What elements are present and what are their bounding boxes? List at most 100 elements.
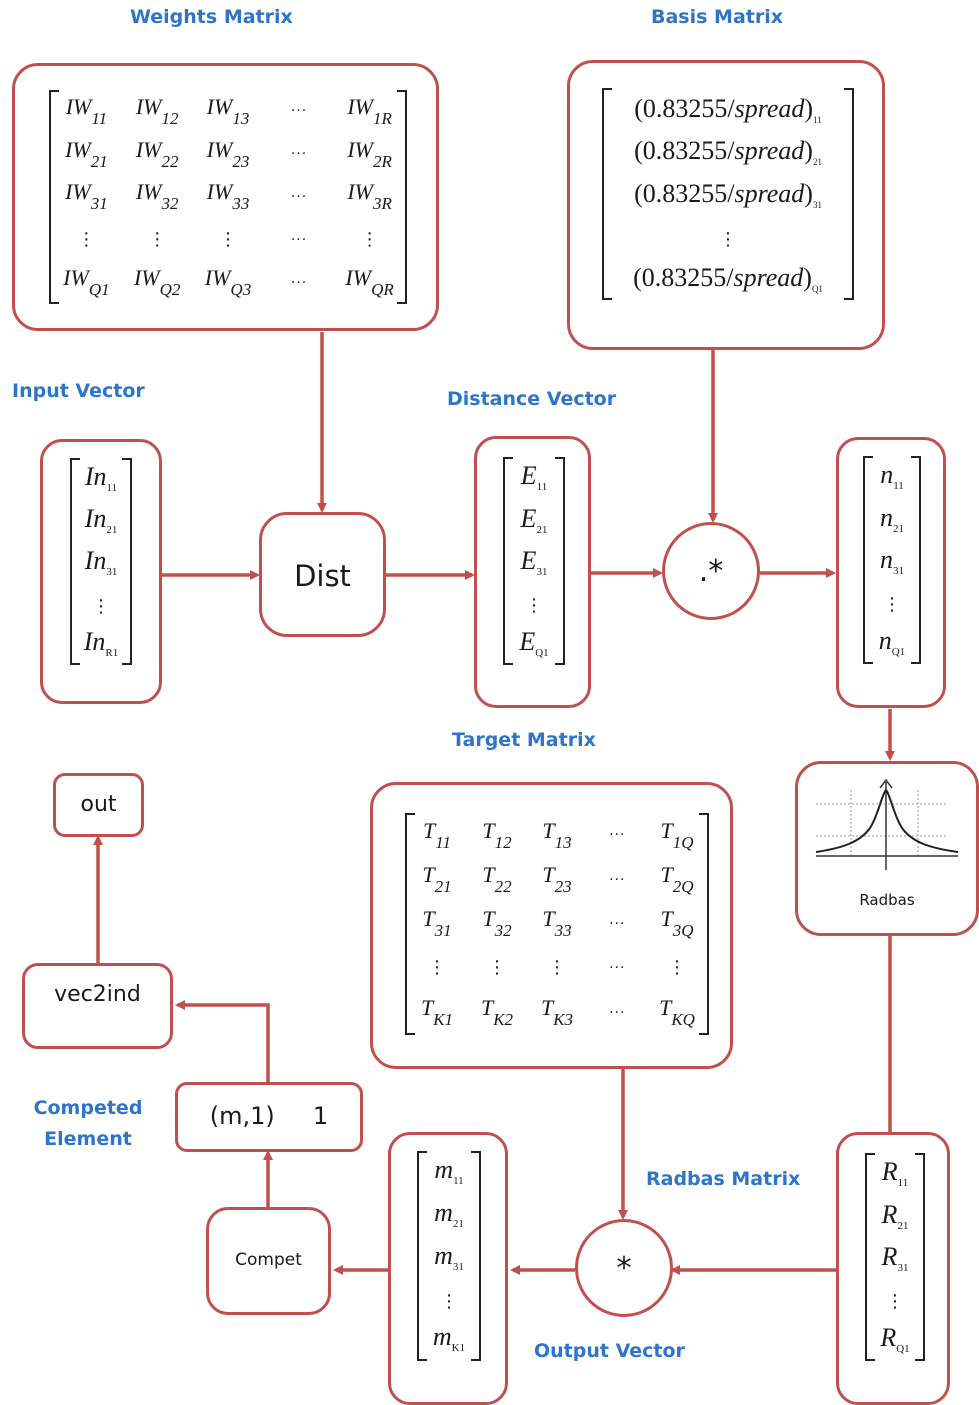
weights-matrix-cell: IWQ2 (133, 265, 181, 300)
target-matrix-cell: ⋮ (488, 957, 506, 979)
weights-matrix-cell: ⋮ (148, 228, 167, 250)
n-vector-entry: nQ1 (878, 625, 906, 658)
n-vector-entry: ⋮ (883, 594, 901, 616)
n-vector-entry: n21 (880, 502, 904, 535)
weights-matrix-title: Weights Matrix (130, 6, 293, 28)
basis-matrix-brackets: (0.83255/spread)11(0.83255/spread)21(0.8… (602, 88, 854, 300)
bracket-corner (407, 1033, 415, 1035)
basis-entry: (0.83255/spread)21 (634, 136, 822, 168)
n-vector-box: n11 n21 n31 ⋮ nQ1 (836, 437, 946, 708)
weights-matrix-cell: IW31 (65, 179, 108, 214)
target-matrix-cell: T13 (542, 817, 572, 852)
bracket-corner (51, 90, 59, 92)
basis-vector: (0.83255/spread)11(0.83255/spread)21(0.8… (604, 88, 852, 300)
bracket-corner (604, 298, 612, 300)
target-matrix-cell: T12 (482, 817, 512, 852)
bracket-corner (867, 1153, 875, 1155)
radbas-label: Radbas (859, 891, 915, 909)
vec2ind-block: vec2ind (22, 963, 173, 1049)
distance-vector-entry: E21 (520, 503, 548, 536)
weights-matrix-cell: ··· (290, 231, 307, 248)
input-vector-title: Input Vector (12, 380, 145, 402)
compet-label: Compet (235, 1250, 302, 1270)
target-matrix-cell: ⋮ (668, 957, 686, 979)
bracket-corner (51, 302, 59, 304)
radbas-vector-entry: R11 (881, 1157, 909, 1190)
weights-matrix-cell: IW11 (65, 93, 108, 128)
bracket-corner (604, 88, 612, 90)
bracket-corner (865, 662, 873, 664)
competed-element-title: Competed Element (33, 1097, 143, 1150)
weights-matrix-cell: IW1R (347, 93, 392, 128)
out-label: out (80, 792, 117, 817)
elementwise-multiply-symbol: .* (698, 553, 724, 589)
bracket-corner (865, 456, 873, 458)
weights-matrix-cell: IW3R (347, 179, 392, 214)
radbas-vector-entry: R31 (881, 1242, 909, 1275)
weights-matrix-cell: IWQ3 (204, 265, 252, 300)
n-vector-entry: n31 (880, 545, 904, 578)
target-matrix-cell: T31 (422, 906, 452, 941)
bracket-corner (72, 663, 80, 665)
compet-block: Compet (206, 1207, 331, 1315)
bracket-corner (122, 663, 130, 665)
competed-element-block: (m,1) 1 (175, 1082, 363, 1152)
distance-vector-entry: E11 (520, 461, 548, 494)
input-vector-entry: In11 (84, 462, 118, 495)
target-matrix-cell: TK2 (480, 995, 514, 1030)
target-matrix-cell: T1Q (660, 817, 694, 852)
target-matrix-cell: ··· (608, 827, 626, 844)
basis-entry: ⋮ (719, 228, 737, 250)
radbas-curve-plot (815, 778, 959, 870)
output-vector-entry: ⋮ (440, 1290, 458, 1312)
target-matrix-title: Target Matrix (452, 729, 596, 751)
target-matrix-cell: ⋮ (428, 957, 446, 979)
input-vector-entry: ⋮ (92, 595, 110, 617)
dist-block: Dist (259, 512, 386, 637)
dist-label: Dist (294, 559, 351, 593)
n-vector: n11 n21 n31 ⋮ nQ1 (865, 456, 919, 664)
target-matrix-cell: TK1 (420, 995, 454, 1030)
target-matrix-cell: T33 (542, 906, 572, 941)
output-vector-entry: m11 (434, 1155, 464, 1188)
input-vector-entry: In31 (84, 546, 118, 579)
bracket-corner (844, 88, 852, 90)
radbas-vector-entry: R21 (881, 1199, 909, 1232)
bracket-corner (471, 1151, 479, 1153)
target-matrix-cell: T11 (423, 817, 451, 852)
bracket-corner (407, 813, 415, 815)
weights-matrix-cell: IW12 (135, 93, 179, 128)
target-matrix-cell: T2Q (660, 862, 694, 897)
input-vector-entry: In21 (84, 504, 118, 537)
distance-vector-entry: E31 (520, 546, 548, 579)
target-matrix-cell: T32 (482, 906, 512, 941)
basis-entry: (0.83255/spread)Q1 (633, 263, 823, 295)
weights-matrix-cell: ⋮ (218, 228, 237, 250)
weights-matrix-cell: IW13 (206, 93, 250, 128)
weights-matrix-cell: ··· (290, 103, 307, 120)
bracket-corner (555, 457, 563, 459)
distance-vector-title: Distance Vector (447, 388, 617, 410)
bracket-corner (419, 1151, 427, 1153)
bracket-corner (419, 1359, 427, 1361)
target-matrix-cell: TK3 (540, 995, 574, 1030)
basis-matrix-title: Basis Matrix (651, 6, 783, 28)
basis-entry: (0.83255/spread)31 (634, 178, 822, 211)
n-vector-entry: n11 (880, 460, 904, 493)
distance-vector-entry: ⋮ (525, 595, 543, 617)
bracket-corner (397, 302, 405, 304)
basis-matrix-box: (0.83255/spread)11(0.83255/spread)21(0.8… (567, 60, 885, 350)
